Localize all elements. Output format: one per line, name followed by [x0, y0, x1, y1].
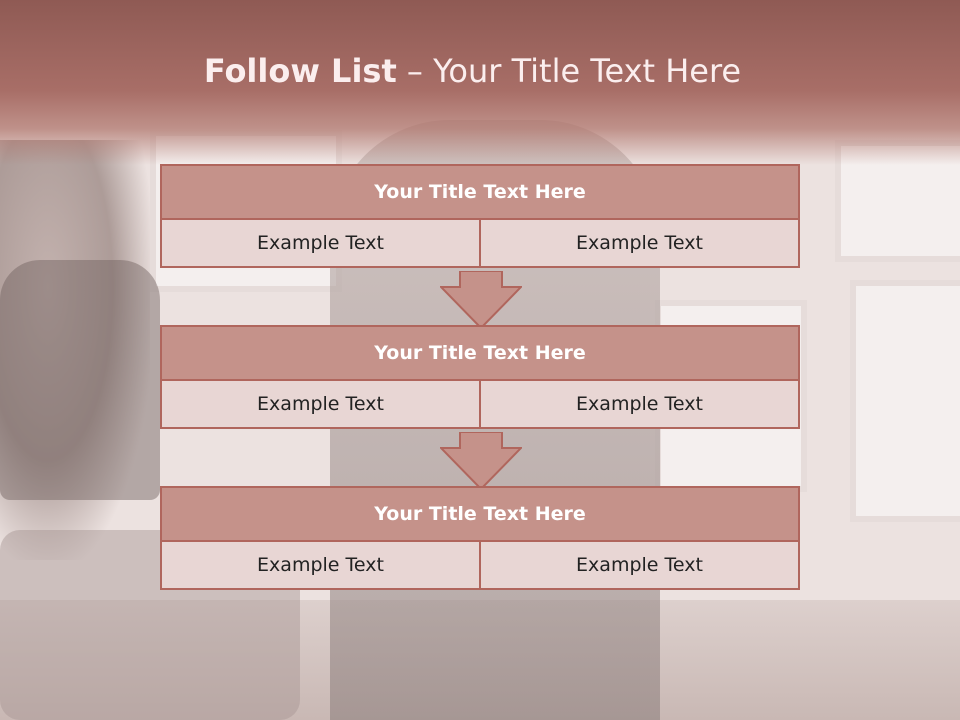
slide-header: Follow List – Your Title Text Here — [0, 0, 960, 165]
slide-title-rest: – Your Title Text Here — [396, 52, 742, 90]
block-cell-left: Example Text — [162, 542, 479, 588]
block-row: Example Text Example Text — [160, 381, 800, 429]
down-arrow-icon — [440, 271, 522, 329]
block-title: Your Title Text Here — [160, 164, 800, 220]
down-arrow-icon — [440, 432, 522, 490]
list-block-1: Your Title Text Here Example Text Exampl… — [160, 164, 800, 268]
block-cell-right: Example Text — [479, 542, 798, 588]
block-row: Example Text Example Text — [160, 220, 800, 268]
slide-title: Follow List – Your Title Text Here — [0, 52, 945, 90]
background-person-woman-jacket — [0, 260, 160, 500]
block-cell-right: Example Text — [479, 220, 798, 266]
block-cell-right: Example Text — [479, 381, 798, 427]
background-window — [850, 280, 960, 522]
block-cell-left: Example Text — [162, 220, 479, 266]
block-cell-left: Example Text — [162, 381, 479, 427]
list-block-2: Your Title Text Here Example Text Exampl… — [160, 325, 800, 429]
block-row: Example Text Example Text — [160, 542, 800, 590]
list-block-3: Your Title Text Here Example Text Exampl… — [160, 486, 800, 590]
background-person-woman — [0, 140, 150, 560]
block-title: Your Title Text Here — [160, 325, 800, 381]
block-title: Your Title Text Here — [160, 486, 800, 542]
slide-title-bold: Follow List — [203, 52, 397, 90]
